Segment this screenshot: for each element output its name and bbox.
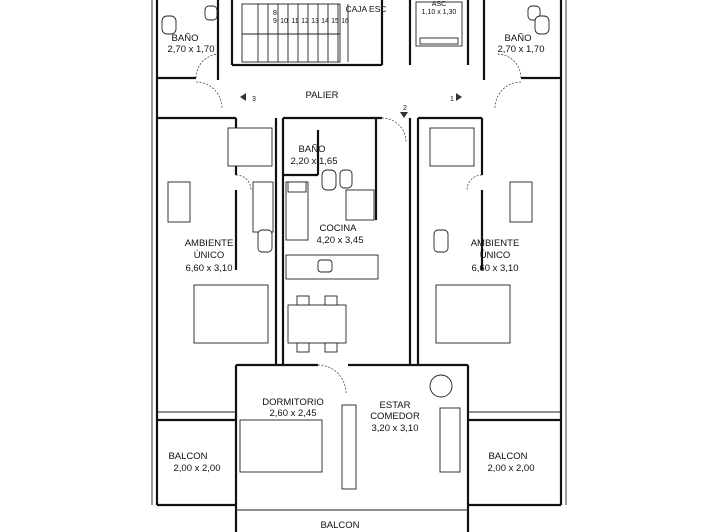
stair-step-14: 14 [321,18,329,25]
balcon-bottom-name: BALCON [320,520,359,531]
palier-mark-1: 1 [450,96,454,103]
balcon-left-name: BALCON [168,451,207,462]
palier-label: PALIER [305,90,338,101]
ambiente-right-name2: ÚNICO [480,250,511,261]
room-labels: BAÑO 2,70 x 1,70 BAÑO 2,70 x 1,70 BAÑO 2… [167,33,544,531]
stair-step-16: 16 [341,18,349,25]
bano-left-dims: 2,70 x 1,70 [167,44,214,55]
elevator-dims: 1,10 x 1,30 [422,9,457,16]
furniture [167,127,533,490]
stair-step-12: 12 [301,18,309,25]
service-core-walls [157,0,561,80]
stair-step-8: 8 [273,10,277,17]
bano-left-name: BAÑO [172,33,199,44]
elevator-label: ASC [432,1,446,8]
stair-step-13: 13 [311,18,319,25]
balcon-left-dims: 2,00 x 2,00 [173,463,220,474]
top-bathroom-fixtures [161,5,550,109]
estar-name1: ESTAR [380,400,411,411]
ambiente-right-name1: AMBIENTE [471,238,520,249]
estar-name2: COMEDOR [370,411,420,422]
ambiente-left-name1: AMBIENTE [185,238,234,249]
unit-walls [157,116,561,532]
cocina-dims: 4,20 x 3,45 [316,235,363,246]
balcon-right-dims: 2,00 x 2,00 [487,463,534,474]
bano-center-name: BAÑO [299,144,326,155]
stair: 8 9 10 11 12 13 14 15 16 CAJA ESC [241,3,387,63]
stair-step-15: 15 [331,18,339,25]
ambiente-left-name2: ÚNICO [194,250,225,261]
stair-step-11: 11 [291,18,298,25]
estar-dims: 3,20 x 3,10 [371,423,418,434]
stair-step-9: 9 [273,18,277,25]
bano-right-name: BAÑO [505,33,532,44]
balcon-right-name: BALCON [488,451,527,462]
stair-label: CAJA ESC [345,4,386,14]
elevator: ASC 1,10 x 1,30 [415,1,463,47]
bano-center-dims: 2,20 x 1,65 [290,156,337,167]
ambiente-left-dims: 6,60 x 3,10 [185,263,232,274]
palier-mark-3: 3 [252,96,256,103]
cocina-name: COCINA [320,223,358,234]
stair-step-10: 10 [280,18,288,25]
dormitorio-dims: 2,60 x 2,45 [269,408,316,419]
palier: PALIER 3 2 1 [240,90,462,118]
ambiente-right-dims: 6,60 x 3,10 [471,263,518,274]
bano-right-dims: 2,70 x 1,70 [497,44,544,55]
dormitorio-name: DORMITORIO [262,397,324,408]
palier-mark-2: 2 [403,105,407,112]
